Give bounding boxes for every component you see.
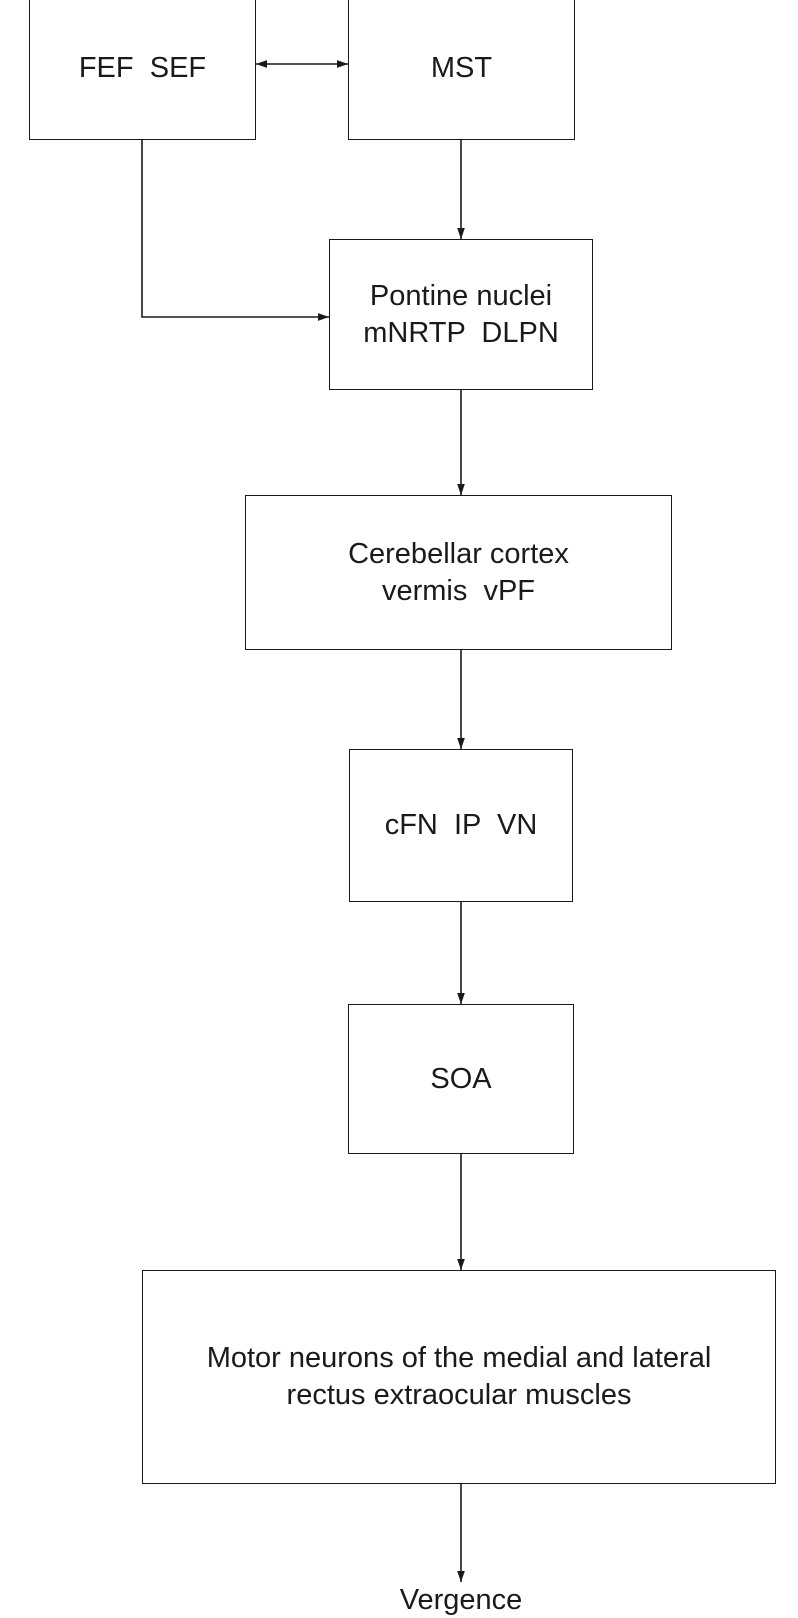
node-cfn-ip-vn: cFN IP VN — [349, 749, 573, 902]
node-motor-neurons: Motor neurons of the medial and lateral … — [142, 1270, 776, 1484]
edge-fef-sef-pontine — [141, 140, 329, 321]
output-vergence: Vergence — [399, 1584, 523, 1616]
node-motor-line-2: rectus extraocular muscles — [286, 1379, 632, 1411]
node-cerebellar-cortex: Cerebellar cortex vermis vPF — [245, 495, 672, 650]
node-motor-line-1: Motor neurons of the medial and lateral — [206, 1342, 712, 1374]
node-cerebellar-line-2: vermis vPF — [381, 574, 536, 607]
node-mst-line-1: MST — [430, 51, 493, 84]
node-fef-sef-line-1: FEF SEF — [78, 51, 207, 84]
node-mst: MST — [348, 0, 575, 140]
node-fef-sef: FEF SEF — [29, 0, 256, 140]
node-soa-line-1: SOA — [430, 1062, 492, 1095]
node-soa: SOA — [348, 1004, 574, 1154]
node-nuclei-line-1: cFN IP VN — [384, 809, 538, 841]
node-pontine-line-2: mNRTP DLPN — [363, 316, 559, 349]
node-pontine-nuclei: Pontine nuclei mNRTP DLPN — [329, 239, 593, 390]
node-pontine-line-1: Pontine nuclei — [369, 279, 553, 312]
node-cerebellar-line-1: Cerebellar cortex — [348, 537, 569, 570]
